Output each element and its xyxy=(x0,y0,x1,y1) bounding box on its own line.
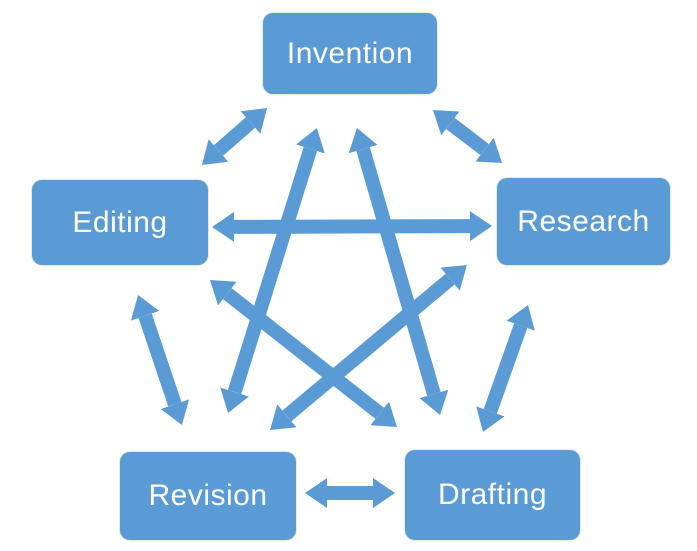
node-invention: Invention xyxy=(263,13,437,94)
arrow-invention-research xyxy=(432,110,503,163)
node-label-drafting: Drafting xyxy=(437,478,548,511)
node-research: Research xyxy=(497,178,670,265)
node-label-revision: Revision xyxy=(148,479,268,512)
node-label-editing: Editing xyxy=(72,205,168,239)
arrow-research-drafting xyxy=(476,304,535,433)
node-editing: Editing xyxy=(32,180,208,265)
arrow-editing-revision xyxy=(130,294,190,426)
arrow-research-revision xyxy=(270,264,467,431)
node-revision: Revision xyxy=(120,452,296,540)
arrow-invention-editing xyxy=(201,108,268,165)
node-label-research: Research xyxy=(517,204,650,238)
arrow-invention-drafting xyxy=(348,127,449,416)
node-drafting: Drafting xyxy=(405,450,580,540)
node-label-invention: Invention xyxy=(286,36,414,70)
arrow-editing-research xyxy=(212,211,492,242)
